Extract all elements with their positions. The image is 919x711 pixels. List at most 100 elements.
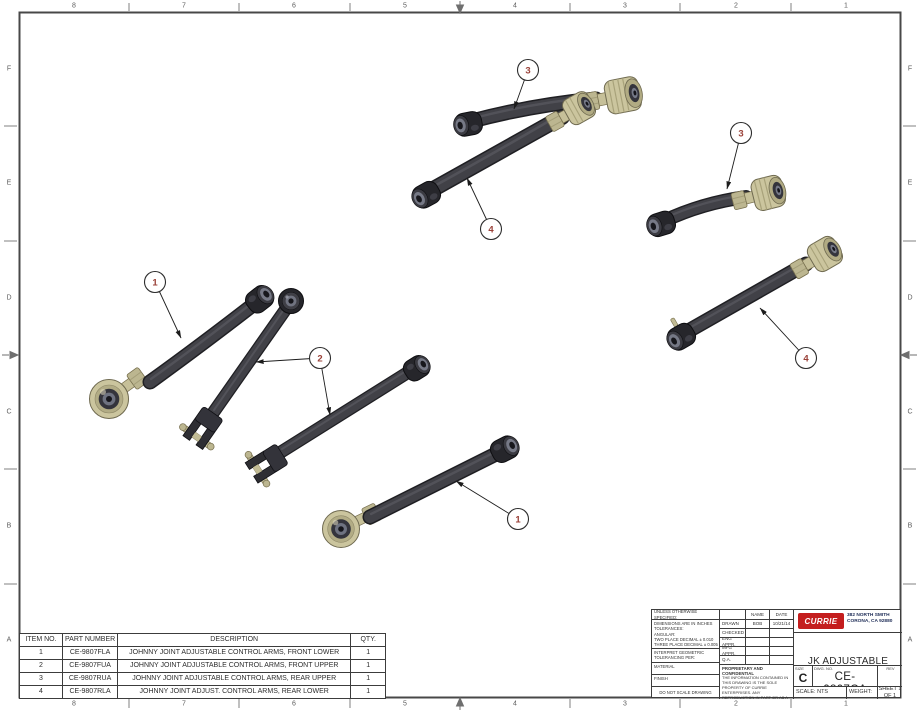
finish-cell: FINISH bbox=[652, 675, 720, 687]
zone-label: 6 bbox=[292, 700, 296, 708]
zone-label: 8 bbox=[72, 2, 76, 10]
zone-label: F bbox=[907, 65, 913, 73]
bom-cell-item: 4 bbox=[19, 685, 63, 699]
arm-front-lower-left bbox=[89, 285, 275, 419]
bom-cell-part: CE-9807FLA bbox=[61, 646, 119, 660]
johnny-joint-end bbox=[545, 91, 597, 132]
svg-text:2: 2 bbox=[317, 354, 322, 365]
zone-label: 3 bbox=[623, 700, 627, 708]
zone-label: A bbox=[6, 636, 12, 644]
scale-cell: SCALE: NTS bbox=[794, 687, 847, 699]
balloon-4-right: 4 bbox=[794, 346, 818, 370]
tolerance-line: THREE PLACE DECIMAL ± 0.005 bbox=[654, 642, 718, 647]
balloons: 3 4 3 4 1 2 1 bbox=[143, 58, 818, 531]
bushing-end bbox=[402, 355, 431, 382]
zone-label: 7 bbox=[182, 700, 186, 708]
signoff-date bbox=[770, 647, 794, 656]
bom-cell-desc: JOHNNY JOINT ADJUSTABLE CONTROL ARMS, FR… bbox=[117, 659, 352, 673]
dwg-number: CE-9807CA bbox=[823, 671, 866, 686]
zone-label: 4 bbox=[513, 700, 517, 708]
address-line: 382 NORTH SMITH bbox=[847, 613, 890, 618]
no-scale-cell: DO NOT SCALE DRAWING bbox=[652, 687, 720, 699]
arm-front-lower-bottom bbox=[322, 435, 520, 548]
bom-cell-item: 3 bbox=[19, 672, 63, 686]
bushing-end bbox=[646, 210, 677, 238]
bom-header-part: PART NUMBER bbox=[61, 633, 119, 647]
svg-text:4: 4 bbox=[803, 354, 809, 365]
tolerance-notes: DIMENSIONS ARE IN INCHES TOLERANCES: ANG… bbox=[652, 620, 720, 649]
company-address: 382 NORTH SMITH CORONA, CA 92880 bbox=[847, 613, 901, 626]
zone-label: C bbox=[6, 408, 12, 416]
johnny-joint-face bbox=[89, 379, 129, 419]
proprietary-notice: PROPRIETARY AND CONFIDENTIAL THE INFORMA… bbox=[720, 665, 794, 699]
zone-label: A bbox=[907, 636, 913, 644]
material-cell: MATERIAL bbox=[652, 663, 720, 675]
drawing-title-cell: JK ADJUSTABLE CONTROL ARMS, SET OF 8 bbox=[794, 633, 902, 666]
bom-header-qty: QTY. bbox=[350, 633, 387, 647]
interpret-line: TOLERANCING PER: bbox=[654, 655, 696, 661]
weight-cell: WEIGHT: bbox=[847, 687, 878, 699]
bom-cell-part: CE-9807RUA bbox=[61, 672, 119, 686]
svg-text:1: 1 bbox=[515, 515, 521, 526]
dwg-label: DWG. NO. bbox=[814, 666, 834, 671]
interpret-line: INTERPRET GEOMETRIC bbox=[654, 650, 705, 655]
bom-header-item: ITEM NO. bbox=[19, 633, 63, 647]
signoff-name: BOB bbox=[746, 620, 770, 629]
arm-rear-upper-right bbox=[646, 174, 787, 238]
zone-label: B bbox=[907, 522, 913, 530]
zone-label: 3 bbox=[623, 2, 627, 10]
zone-label: E bbox=[907, 179, 913, 187]
signoff-label: MFG APPR. bbox=[720, 647, 746, 656]
bom-header-row: ITEM NO. PART NUMBER DESCRIPTION QTY. bbox=[19, 633, 387, 647]
tolerance-line: TWO PLACE DECIMAL ± 0.010 bbox=[654, 636, 714, 642]
balloon-1-bottom: 1 bbox=[506, 507, 530, 531]
address-line: CORONA, CA 92880 bbox=[847, 619, 893, 625]
bom-row: 3 CE-9807RUA JOHNNY JOINT ADJUSTABLE CON… bbox=[19, 672, 387, 686]
svg-text:4: 4 bbox=[488, 225, 494, 236]
zone-label: 4 bbox=[513, 2, 517, 10]
zone-label: 8 bbox=[72, 700, 76, 708]
balloon-3-right: 3 bbox=[729, 121, 753, 145]
bushing-end bbox=[411, 180, 442, 209]
svg-text:3: 3 bbox=[738, 129, 743, 140]
zone-label: 1 bbox=[844, 2, 848, 10]
johnny-joint-face bbox=[322, 510, 360, 548]
rev-label: REV bbox=[886, 666, 895, 671]
bom-cell-part: CE-9807FUA bbox=[61, 659, 119, 673]
zone-label: 2 bbox=[734, 2, 738, 10]
balloon-4-top: 4 bbox=[479, 217, 503, 241]
zone-label: C bbox=[907, 408, 913, 416]
size-cell: SIZE C bbox=[794, 666, 813, 687]
zone-label: 2 bbox=[734, 700, 738, 708]
title-block: UNLESS OTHERWISE SPECIFIED: DIMENSIONS A… bbox=[651, 609, 902, 699]
zone-label: 5 bbox=[403, 2, 407, 10]
currie-logo: CURRIE bbox=[798, 613, 844, 629]
bom-cell-desc: JOHNNY JOINT ADJUST. CONTROL ARMS, REAR … bbox=[117, 685, 352, 699]
zone-label: E bbox=[6, 179, 12, 187]
zone-label: 6 bbox=[292, 2, 296, 10]
name-header: NAME bbox=[746, 610, 770, 620]
signoff-name bbox=[746, 656, 770, 665]
bom-cell-qty: 1 bbox=[350, 672, 387, 686]
bom-row: 4 CE-9807RLA JOHNNY JOINT ADJUST. CONTRO… bbox=[19, 685, 387, 699]
bushing-end bbox=[245, 285, 275, 314]
size-label: SIZE bbox=[795, 666, 804, 671]
bom-cell-desc: JOHNNY JOINT ADJUSTABLE CONTROL ARMS, FR… bbox=[117, 646, 352, 660]
zone-ticks bbox=[4, 3, 916, 708]
proprietary-title: PROPRIETARY AND CONFIDENTIAL bbox=[722, 666, 763, 677]
signoff-name bbox=[746, 647, 770, 656]
bom-cell-desc: JOHNNY JOINT ADJUSTABLE CONTROL ARMS, RE… bbox=[117, 672, 352, 686]
bom-cell-item: 2 bbox=[19, 659, 63, 673]
drawing-title: JK ADJUSTABLE CONTROL ARMS, SET OF 8 bbox=[794, 656, 902, 665]
bushing-end bbox=[666, 322, 697, 351]
date-header: DATE bbox=[770, 610, 794, 620]
logo-text: CURRIE bbox=[804, 616, 838, 626]
arm-rear-lower-right bbox=[666, 235, 843, 351]
bom-cell-part: CE-9807RLA bbox=[61, 685, 119, 699]
signoff-date bbox=[770, 638, 794, 647]
zone-label: 1 bbox=[844, 700, 848, 708]
zone-label: D bbox=[907, 294, 913, 302]
signoff-label: ENG APPR. bbox=[720, 638, 746, 647]
bushing-eye-face bbox=[278, 288, 304, 314]
